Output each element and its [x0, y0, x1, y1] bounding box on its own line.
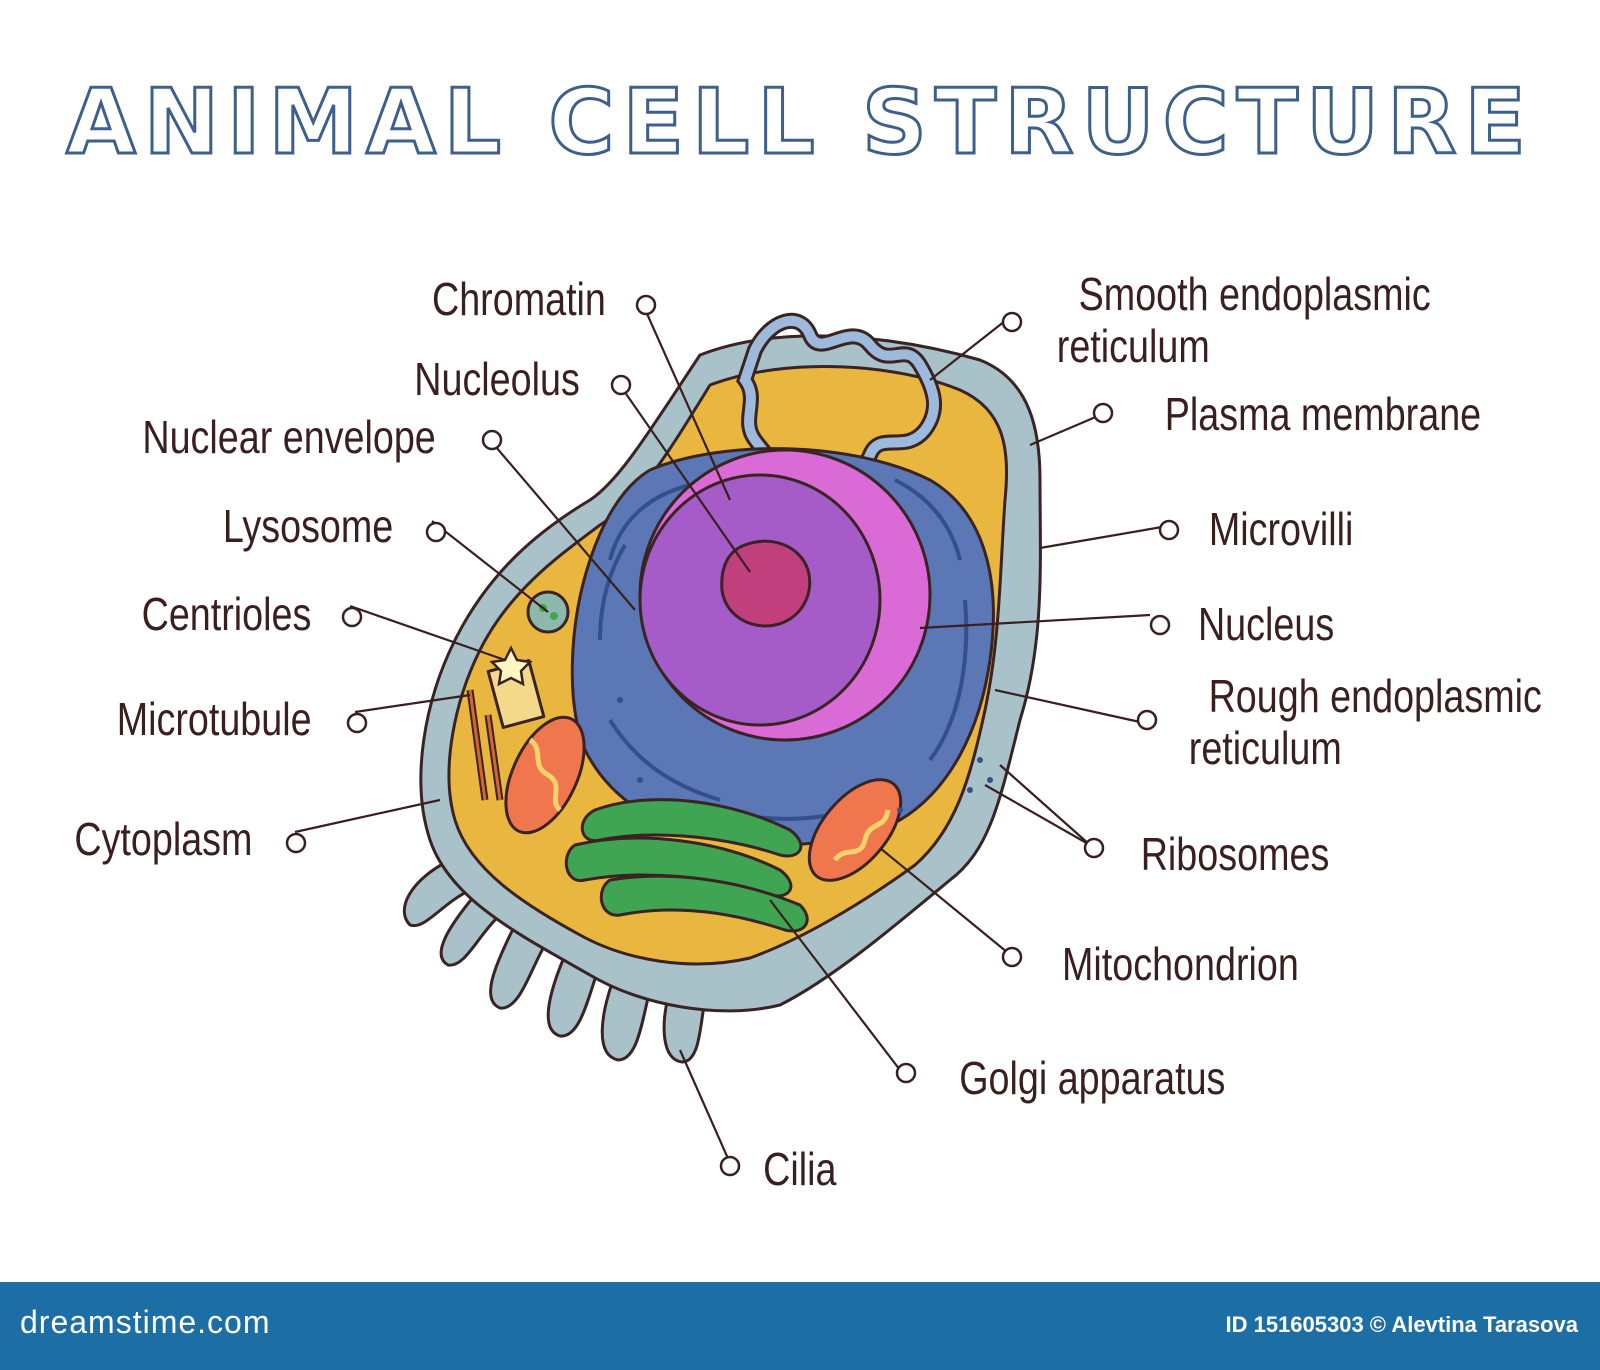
label-lysosome: Lysosome — [223, 500, 393, 551]
label-smooth-er-line1: Smooth endoplasmic — [1079, 268, 1431, 319]
label-golgi: Golgi apparatus — [959, 1052, 1225, 1103]
leader-lines — [294, 297, 1163, 1164]
cilium — [439, 893, 502, 967]
label-nucleus: Nucleus — [1198, 598, 1334, 649]
label-centrioles: Centrioles — [142, 588, 312, 639]
label-microtubule: Microtubule — [117, 693, 312, 744]
label-smooth-er-line2: reticulum — [1057, 320, 1210, 371]
label-mitochondrion: Mitochondrion — [1062, 938, 1299, 989]
ribosomes — [617, 697, 993, 813]
golgi-apparatus — [564, 798, 809, 933]
cilia — [402, 858, 707, 1064]
cilium — [546, 953, 600, 1038]
label-cytoplasm: Cytoplasm — [74, 813, 252, 864]
animal-cell-diagram: Chromatin Nucleolus Nuclear envelope Lys… — [74, 268, 1542, 1194]
label-ribosomes: Ribosomes — [1141, 828, 1330, 879]
footer-bar: dreamstime.com ID 151605303 © Alevtina T… — [0, 1282, 1600, 1370]
label-chromatin: Chromatin — [432, 273, 606, 324]
cilium — [489, 923, 547, 1010]
label-microvilli: Microvilli — [1209, 503, 1354, 554]
label-plasma-membrane: Plasma membrane — [1165, 388, 1481, 439]
leader-dots — [285, 294, 1180, 1177]
mitochondrion — [504, 715, 903, 882]
label-nucleolus: Nucleolus — [414, 353, 580, 404]
microtubule — [466, 689, 504, 801]
label-rough-er-line2: reticulum — [1189, 722, 1342, 773]
label-rough-er-line1: Rough endoplasmic — [1209, 670, 1542, 721]
image-credit: ID 151605303 © Alevtina Tarasova — [1225, 1312, 1578, 1337]
lysosome-granule — [550, 612, 558, 620]
nucleolus — [720, 539, 812, 628]
brand-logo[interactable]: dreamstime.com — [20, 1304, 271, 1340]
label-cilia: Cilia — [763, 1143, 837, 1194]
centrioles — [486, 645, 546, 729]
label-nuclear-envelope: Nuclear envelope — [142, 411, 435, 462]
page-title: ANIMAL CELL STRUCTURE — [65, 70, 1534, 175]
